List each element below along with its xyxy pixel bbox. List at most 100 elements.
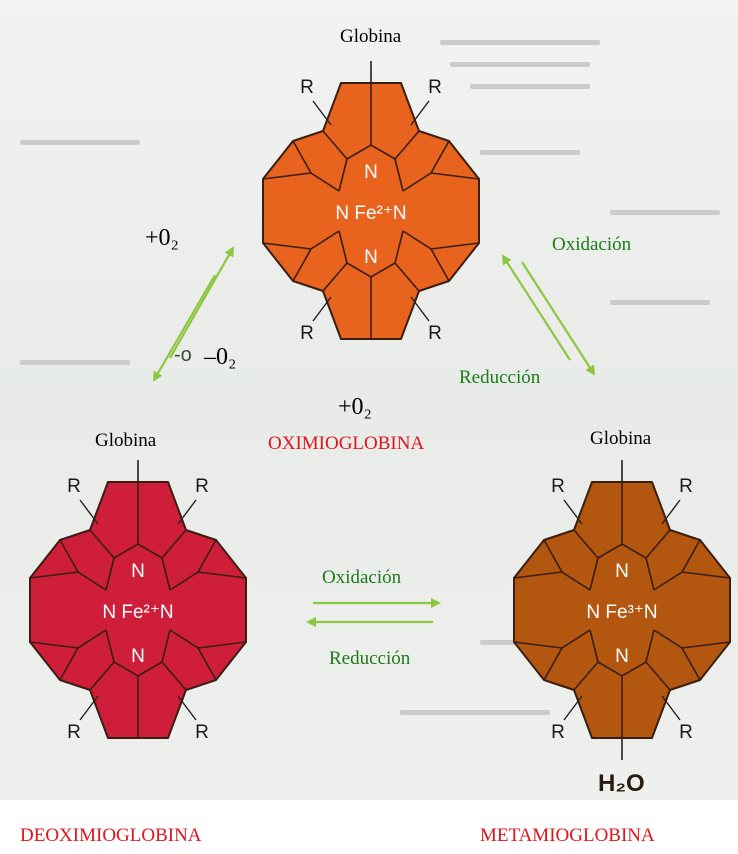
background-text-line	[610, 210, 720, 215]
background-text-line	[400, 710, 550, 715]
background-text-line	[480, 150, 580, 155]
r-group-label: R	[551, 722, 565, 743]
ring-bond	[430, 242, 480, 250]
nitrogen-top-label: N	[615, 561, 629, 582]
background-text-line	[440, 40, 600, 45]
nitrogen-top-label: N	[364, 162, 378, 183]
ring-bond	[161, 661, 187, 691]
ring-bond	[161, 529, 187, 559]
ring-outline	[29, 481, 247, 739]
r-bond	[177, 695, 197, 721]
iron-center-label: N Fe³⁺N	[586, 602, 657, 623]
ring-bond	[322, 262, 348, 292]
arrow-oxy-met-reduction	[501, 254, 571, 361]
r-bond	[177, 499, 197, 525]
r-group-label: R	[195, 722, 209, 743]
background-text-line	[450, 62, 590, 67]
r-bond	[410, 296, 430, 322]
r-group-label: R	[551, 476, 565, 497]
ring-bond	[589, 557, 599, 591]
ring-bond	[573, 529, 599, 559]
background-text-line	[20, 140, 140, 145]
r-group-label: R	[67, 722, 81, 743]
oximioglobina-molecule: N N N Fe²⁺N R R R R	[251, 61, 491, 361]
r-group-label: R	[195, 476, 209, 497]
r-bond	[661, 695, 681, 721]
ring-bond	[645, 661, 671, 691]
deoximioglobina-molecule: N N N Fe²⁺N R R R R	[18, 460, 258, 760]
ring-bond	[645, 529, 671, 559]
r-group-label: R	[67, 476, 81, 497]
ring-bond	[29, 571, 79, 579]
add-o2-label: +0₂	[145, 225, 179, 251]
ring-bond	[197, 571, 247, 579]
deoxy-met-reduction-label: Reducción	[329, 648, 411, 669]
r-group-label: R	[428, 323, 442, 344]
ring-bond	[338, 230, 348, 264]
remove-o2-faint-label: -o	[174, 344, 192, 366]
ring-bond	[394, 130, 420, 160]
ring-bond	[645, 557, 655, 591]
metamioglobina-label: METAMIOGLOBINA	[480, 825, 655, 846]
porphyrin-ring: N N N Fe²⁺N R R R R	[29, 460, 247, 743]
background-text-line	[470, 84, 590, 89]
nitrogen-bottom-label: N	[131, 646, 145, 667]
ring-bond	[394, 230, 404, 264]
nitrogen-bottom-label: N	[364, 247, 378, 268]
arrow-oxy-met-oxidation	[521, 261, 596, 376]
oxy-o2-ligand: +0₂	[338, 394, 372, 420]
ring-bond	[262, 242, 312, 250]
ring-bond	[105, 557, 115, 591]
r-bond	[79, 499, 99, 525]
iron-center-label: N Fe²⁺N	[102, 602, 173, 623]
ring-bond	[29, 641, 79, 649]
r-bond	[312, 296, 332, 322]
ring-bond	[394, 262, 420, 292]
r-group-label: R	[300, 323, 314, 344]
oxy-met-reduction-label: Reducción	[459, 367, 541, 388]
met-water-ligand: H₂O	[598, 770, 645, 797]
r-group-label: R	[300, 77, 314, 98]
arrow-add-o2	[169, 246, 234, 359]
r-group-label: R	[428, 77, 442, 98]
oximioglobina-label: OXIMIOGLOBINA	[268, 433, 425, 454]
ring-bond	[513, 641, 563, 649]
r-bond	[312, 100, 332, 126]
ring-bond	[394, 158, 404, 192]
met-globina-label: Globina	[590, 428, 652, 449]
ring-bond	[322, 130, 348, 160]
ring-bond	[589, 629, 599, 663]
nitrogen-top-label: N	[131, 561, 145, 582]
r-group-label: R	[679, 722, 693, 743]
r-bond	[661, 499, 681, 525]
ring-outline	[262, 82, 480, 340]
ring-bond	[89, 529, 115, 559]
r-bond	[563, 499, 583, 525]
arrow-remove-o2	[152, 274, 216, 382]
deoximioglobina-label: DEOXIMIOGLOBINA	[20, 825, 202, 846]
ring-bond	[573, 661, 599, 691]
porphyrin-ring: N N N Fe²⁺N R R R R	[262, 61, 480, 344]
remove-o2-label: –0₂	[204, 344, 237, 370]
ring-bond	[161, 629, 171, 663]
oxy-globina-label: Globina	[340, 26, 402, 47]
ring-bond	[161, 557, 171, 591]
ring-bond	[645, 629, 655, 663]
ring-bond	[197, 641, 247, 649]
ring-bond	[681, 571, 731, 579]
ring-bond	[262, 172, 312, 180]
deoxy-globina-label: Globina	[95, 430, 157, 451]
iron-center-label: N Fe²⁺N	[335, 203, 406, 224]
ring-bond	[338, 158, 348, 192]
ring-bond	[105, 629, 115, 663]
oxy-met-oxidation-label: Oxidación	[552, 234, 632, 255]
ring-bond	[681, 641, 731, 649]
r-bond	[79, 695, 99, 721]
r-group-label: R	[679, 476, 693, 497]
deoxy-met-oxidation-label: Oxidación	[322, 567, 402, 588]
ring-bond	[513, 571, 563, 579]
